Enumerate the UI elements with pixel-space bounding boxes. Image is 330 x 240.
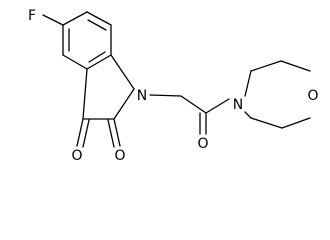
bond-c3-c3a <box>82 68 88 120</box>
bond-morpholine-c-top-c <box>250 60 282 72</box>
acetyl-oxygen-label: O <box>197 136 208 152</box>
bond-morpholine-c-bottom-c <box>250 117 283 129</box>
bond-morpholine-n-c-bottom <box>244 111 252 119</box>
atom-labels: F N O O O N O <box>28 8 319 164</box>
ketone-oxygen-label: O <box>71 148 82 164</box>
bond-morpholine-n-c-top <box>244 70 252 97</box>
bond-c7-c6 <box>86 11 112 26</box>
bond-c5-fluorine <box>42 14 64 26</box>
bond-n1-ch2 <box>149 94 182 97</box>
bond-c6-c5 <box>62 11 88 26</box>
indole-nitrogen-label: N <box>137 88 147 104</box>
bond-c3-oxygen-b <box>82 119 90 148</box>
amide-oxygen-label: O <box>114 148 125 164</box>
bond-morpholine-c-oxygen-bottom <box>281 117 311 129</box>
bond-c7a-n1 <box>110 54 135 90</box>
bond-carbonyl-morpholine-n <box>205 98 230 114</box>
morpholine-oxygen-label: O <box>307 88 318 104</box>
fluorine-label: F <box>28 8 36 24</box>
bond-c3a-c7a <box>86 54 112 70</box>
bond-n1-c2 <box>113 88 135 120</box>
molecule-structure-diagram: F N O O O N O <box>28 8 319 164</box>
bond-c7-c6-inner <box>87 19 107 31</box>
morpholine-nitrogen-label: N <box>233 97 243 113</box>
bond-c3-oxygen-a <box>76 118 84 147</box>
bonds <box>42 11 311 148</box>
bond-morpholine-c-oxygen-top <box>280 60 311 72</box>
bond-c3a-c7a-inner <box>88 51 106 63</box>
bond-ch2-carbonyl <box>180 95 207 114</box>
bond-c4-c3a <box>62 54 88 70</box>
bond-c2-oxygen-a <box>113 118 121 147</box>
bond-c2-oxygen-b <box>107 119 115 148</box>
